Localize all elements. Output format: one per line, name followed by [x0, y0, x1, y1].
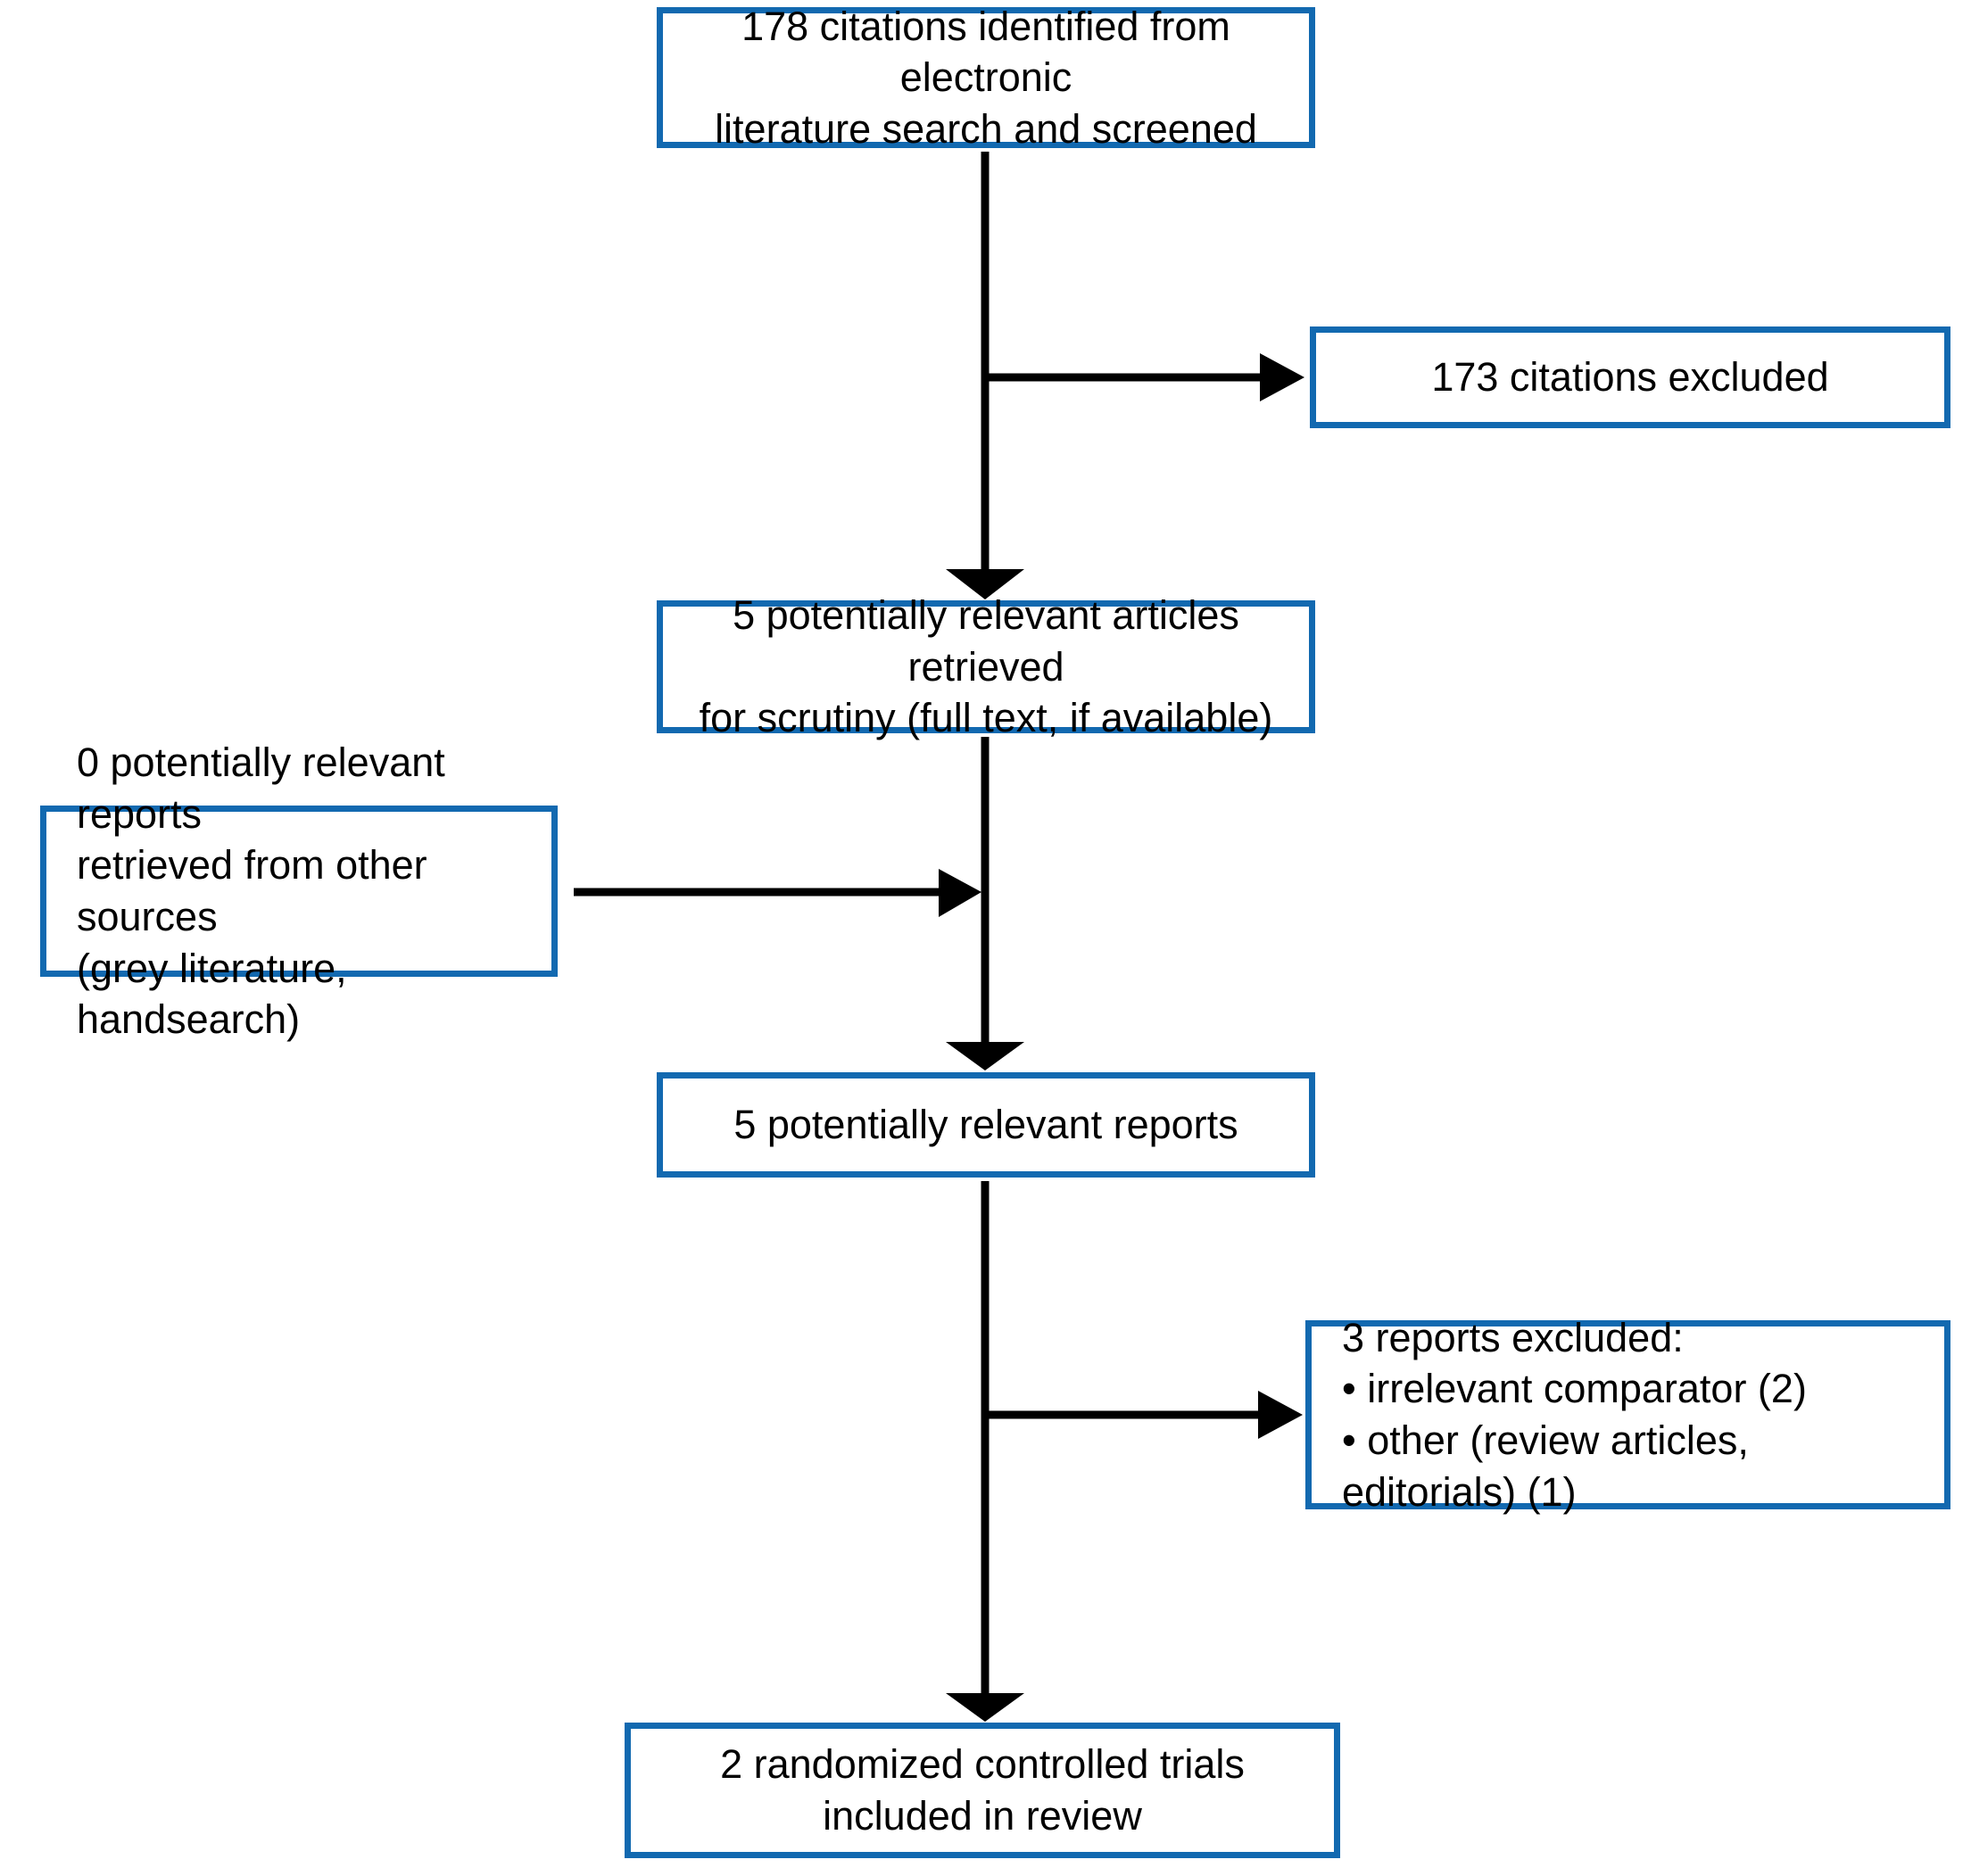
node-reports-excluded: 3 reports excluded: • irrelevant compara… [1305, 1315, 1950, 1515]
node-citations-identified-label: 178 citations identified from electronic… [715, 3, 1257, 152]
node-citations-excluded-label: 173 citations excluded [1431, 354, 1829, 401]
arrowhead-right-icon [1260, 353, 1304, 401]
node-reports-excluded-label: 3 reports excluded: • irrelevant compara… [1342, 1314, 1807, 1515]
edge-other-sources-to-reports [574, 869, 981, 917]
node-reports-other-sources: 0 potentially relevant reports retrieved… [40, 740, 558, 1042]
node-potentially-relevant-reports-label: 5 potentially relevant reports [733, 1102, 1238, 1148]
node-articles-retrieved: 5 potentially relevant articles retrieve… [657, 592, 1315, 740]
arrowhead-right-icon [1258, 1391, 1303, 1439]
arrowhead-right-icon [939, 869, 981, 917]
edge-retrieved-to-reports [946, 737, 1024, 1070]
edge-identified-to-citations-excluded [985, 353, 1304, 401]
edge-identified-to-retrieved [946, 152, 1024, 599]
arrowhead-down-icon [946, 1693, 1024, 1722]
node-potentially-relevant-reports: 5 potentially relevant reports [657, 1072, 1315, 1178]
node-trials-included-label: 2 randomized controlled trials included … [720, 1741, 1245, 1839]
arrowhead-down-icon [946, 1042, 1024, 1070]
node-articles-retrieved-label: 5 potentially relevant articles retrieve… [699, 592, 1273, 741]
edge-reports-to-included [946, 1181, 1024, 1722]
node-reports-other-sources-label: 0 potentially relevant reports retrieved… [77, 740, 445, 1043]
node-citations-identified: 178 citations identified from electronic… [657, 4, 1315, 152]
node-trials-included: 2 randomized controlled trials included … [625, 1723, 1340, 1858]
edge-reports-to-reports-excluded [985, 1391, 1303, 1439]
arrowhead-down-icon [946, 569, 1024, 599]
node-citations-excluded: 173 citations excluded [1310, 326, 1950, 428]
